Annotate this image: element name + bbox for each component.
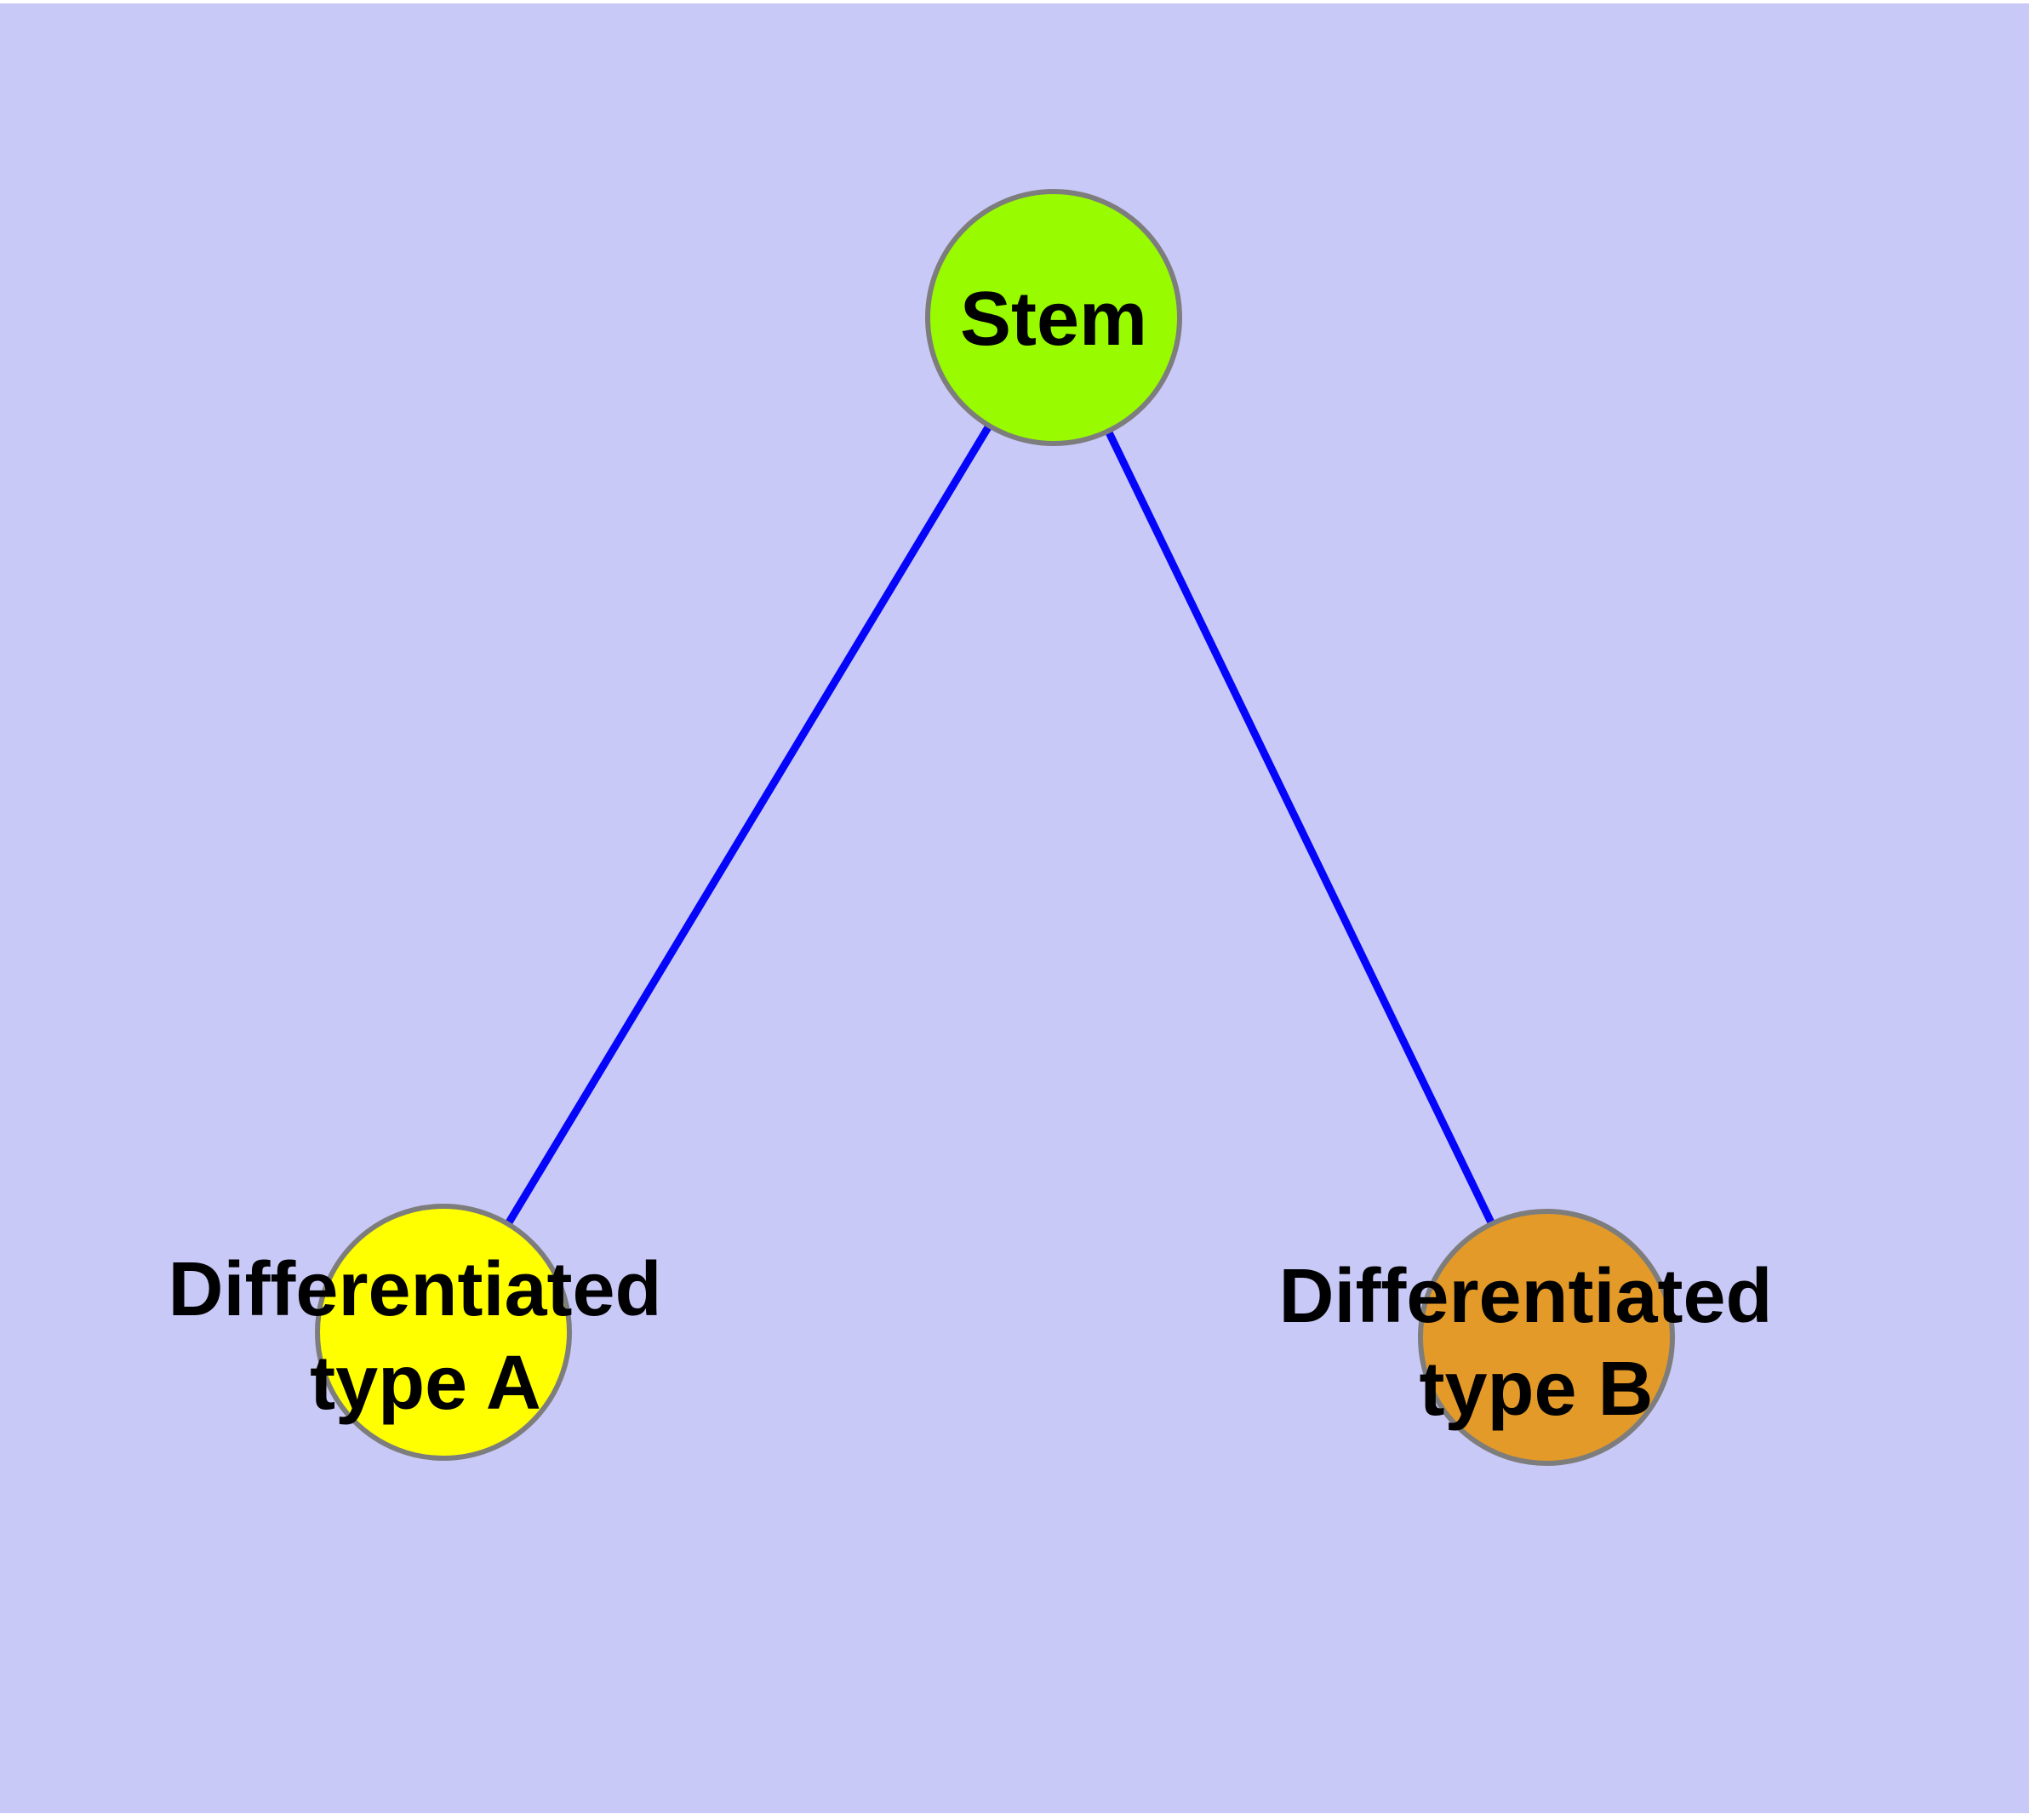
node-differentiated-type-a bbox=[315, 1204, 572, 1461]
node-stem-label: Stem bbox=[960, 277, 1147, 362]
edge-stem-to-type-a bbox=[506, 425, 992, 1225]
node-type-a-label-line1: Differentiated bbox=[168, 1247, 661, 1332]
node-type-b-label-line2: type B bbox=[1419, 1347, 1653, 1432]
node-type-b-label-line1: Differentiated bbox=[1278, 1254, 1772, 1339]
node-type-a-label: Differentiated type A bbox=[168, 1247, 683, 1426]
node-differentiated-type-b bbox=[1418, 1209, 1675, 1466]
node-stem bbox=[925, 189, 1182, 446]
node-type-a-label-line2: type A bbox=[310, 1341, 541, 1426]
edge-stem-to-type-b bbox=[1105, 431, 1495, 1224]
node-type-b-label: Differentiated type B bbox=[1278, 1254, 1793, 1432]
